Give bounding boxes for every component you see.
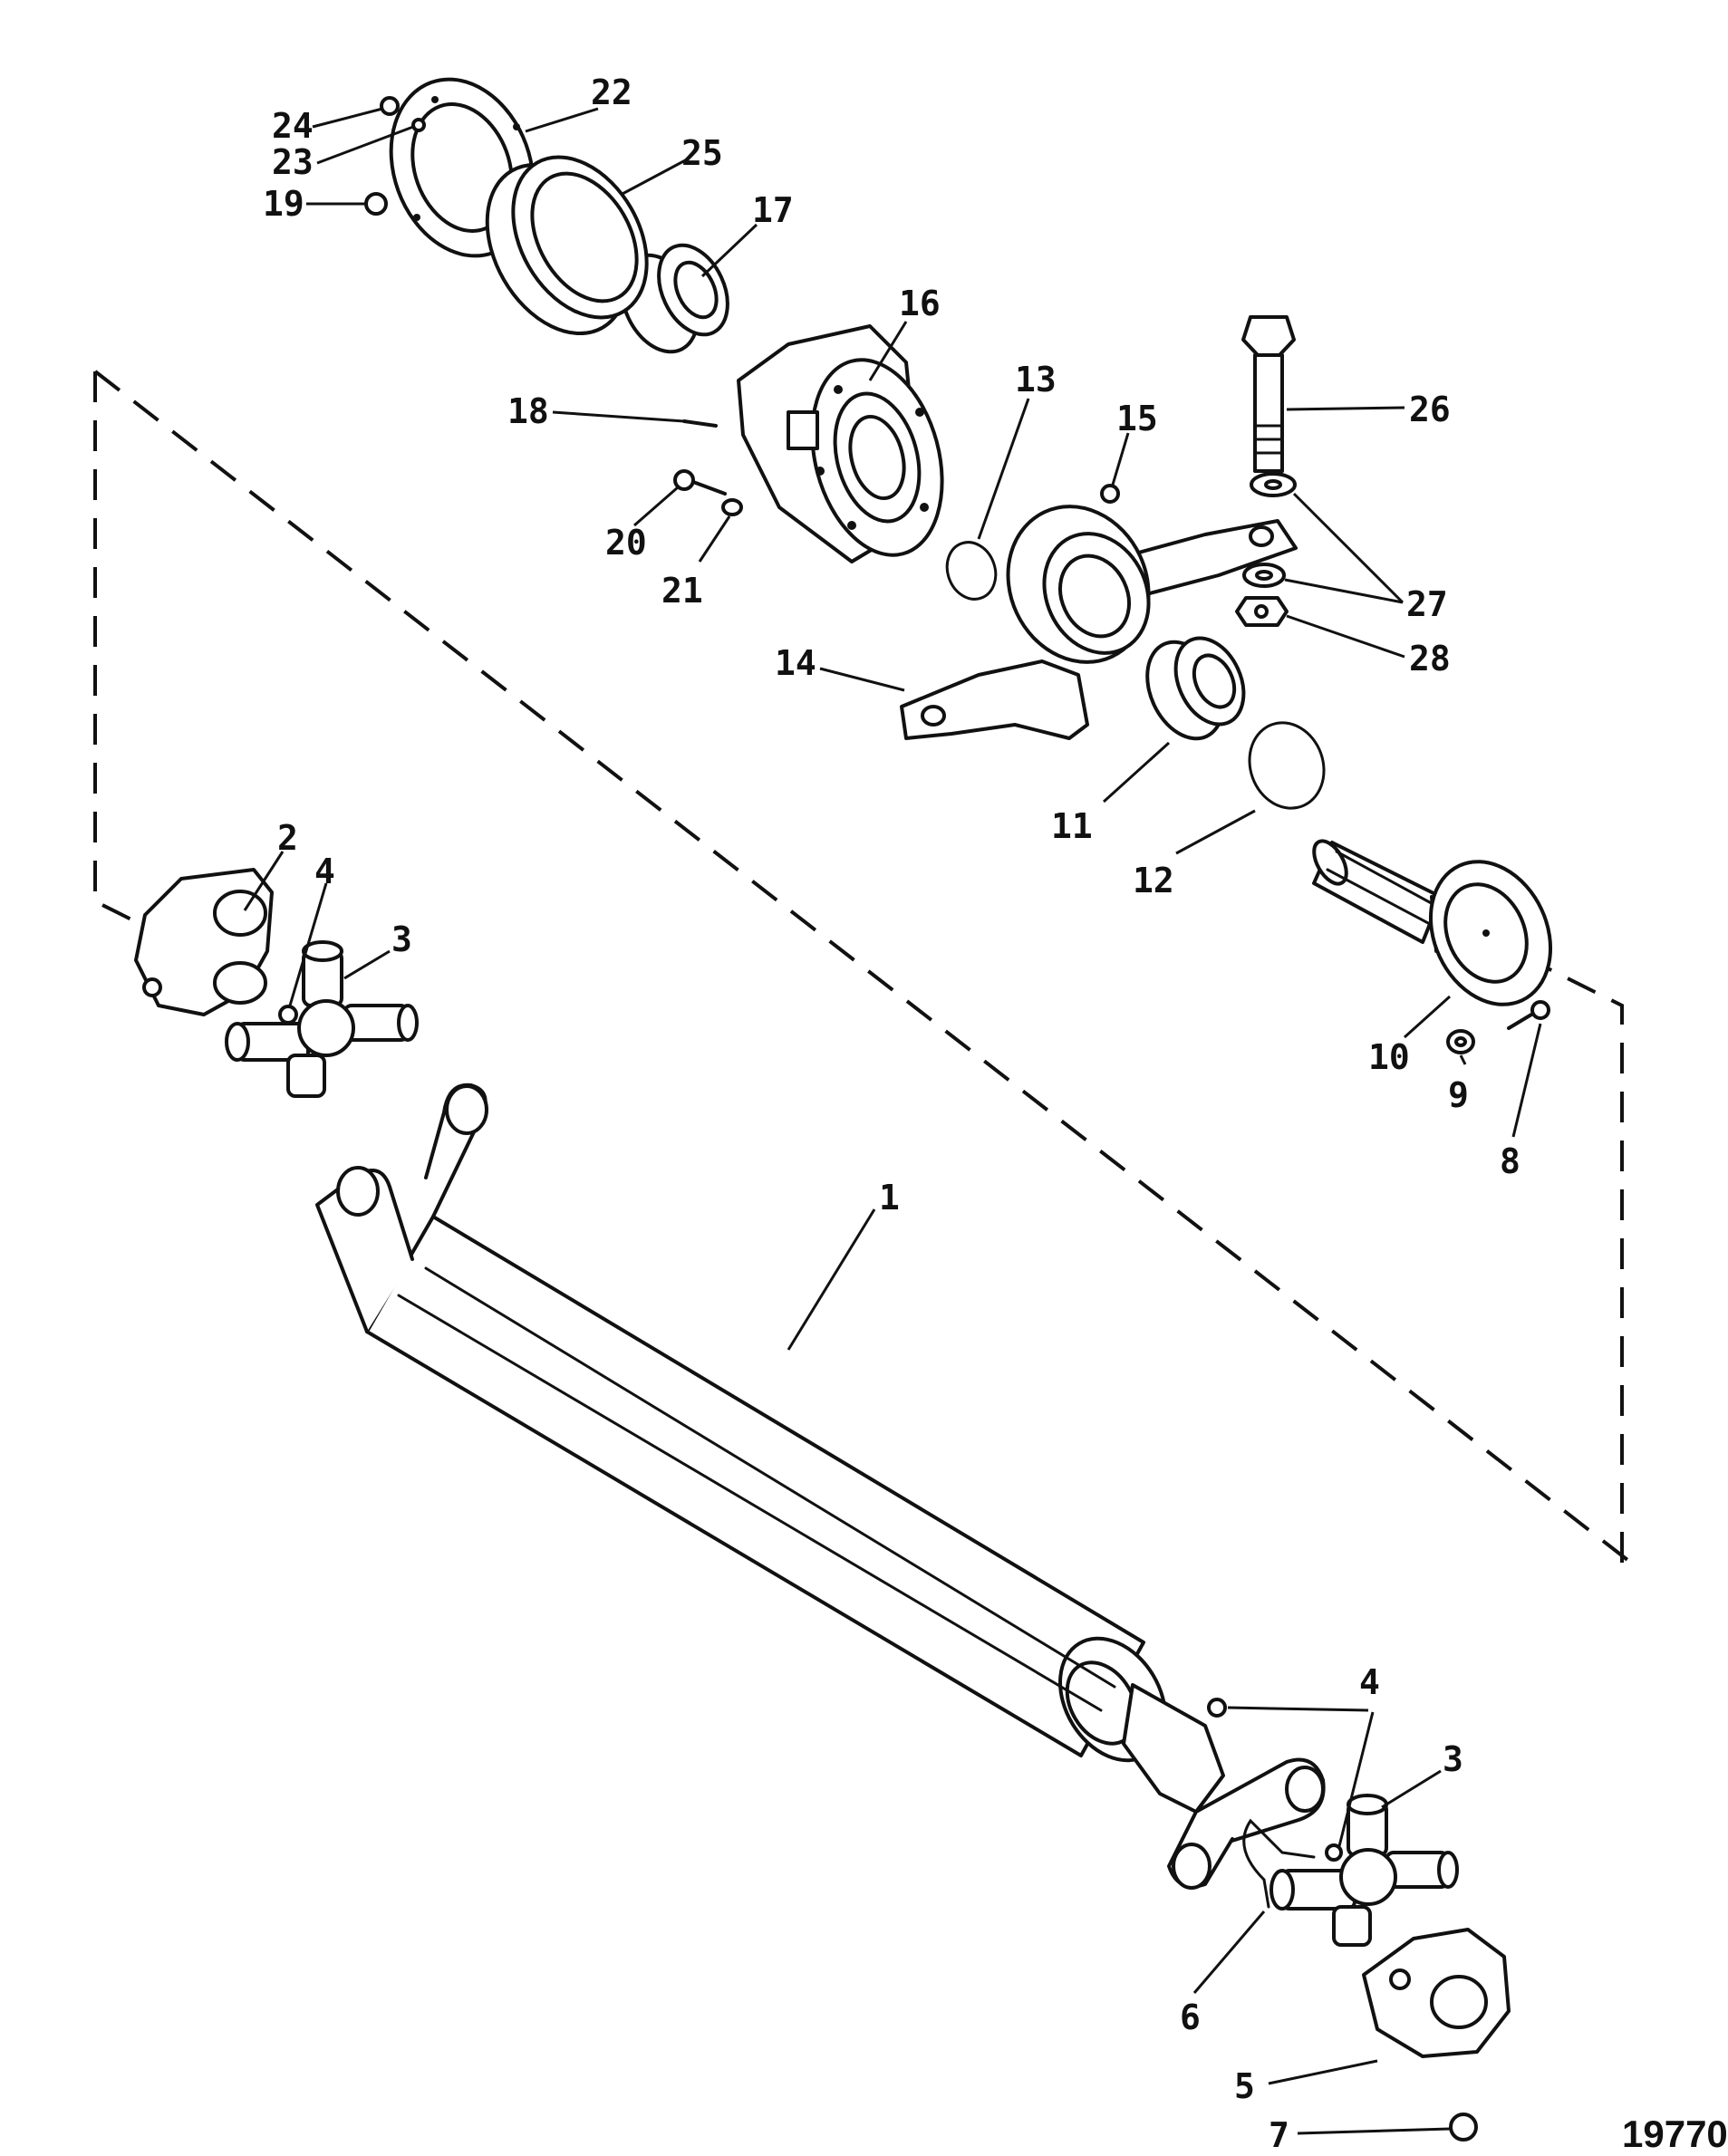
leader-15 [1111,432,1130,486]
leader-20 [633,486,679,527]
callout-10: 10 [1368,1037,1410,1077]
leader-1 [787,1208,876,1351]
leader-5 [1268,2059,1378,2085]
callout-6: 6 [1180,1997,1201,2037]
callout-9: 9 [1448,1075,1469,1115]
flange-washer [1446,1029,1475,1054]
leader-13 [977,398,1030,540]
front-yoke [134,868,274,1016]
leader-25 [620,157,690,197]
u-bolt-strap [1242,1818,1316,1909]
leader-17 [700,223,758,278]
cover-lock-washer [411,118,426,132]
callout-23: 23 [272,142,314,182]
bearing-housing [737,324,944,563]
lock-nut [1449,2113,1478,2142]
callout-17: 17 [752,190,794,230]
retaining-ring-small [945,541,998,601]
seal-ring [485,155,649,336]
leader-21 [698,515,731,563]
callout-21: 21 [661,571,703,611]
callout-3a: 3 [391,919,412,959]
callout-7: 7 [1269,2115,1289,2155]
cover-nut [364,192,388,216]
splined-flange-shaft [1312,839,1553,1006]
callout-3b: 3 [1443,1739,1463,1779]
cover-screw [380,96,400,116]
support-bearing [1145,636,1246,741]
leader-23 [316,125,414,165]
callout-15: 15 [1116,399,1158,438]
universal-joint-lower [1269,1794,1459,1947]
callout-18: 18 [507,391,549,431]
leader-7 [1297,2127,1451,2135]
leader-12 [1175,809,1256,855]
callout-14: 14 [775,643,816,683]
callout-12: 12 [1133,861,1174,900]
leader-16 [868,321,908,381]
callout-5: 5 [1234,2066,1255,2106]
leader-6 [1192,1911,1266,1994]
flange-bolt [1507,1000,1550,1030]
callout-25: 25 [681,133,723,173]
grease-fitting-lower [1207,1698,1343,1862]
callout-4a: 4 [314,852,335,891]
leader-27a [1292,492,1405,604]
leader-18 [552,410,685,423]
leader-9 [1459,1054,1467,1065]
mounting-nut [1235,596,1289,627]
callout-8: 8 [1500,1141,1520,1181]
callout-26: 26 [1409,390,1451,429]
leader-4b2 [1337,1711,1375,1847]
callout-16: 16 [899,284,941,323]
leader-27b [1284,578,1404,604]
callout-4b: 4 [1359,1662,1380,1702]
callout-13: 13 [1015,360,1057,399]
leader-11 [1102,741,1171,804]
figure-number: 19770 [1622,2113,1728,2155]
callout-24: 24 [272,106,314,146]
housing-screw [673,469,727,496]
drive-shaft-tube [315,1083,1326,1890]
callout-27: 27 [1406,584,1448,624]
callout-2: 2 [277,818,298,858]
callout-leader-lines [243,107,1542,2135]
callout-22: 22 [591,72,632,112]
rear-yoke [1362,1928,1511,2058]
callout-20: 20 [605,523,647,563]
mounting-bolt [1241,315,1296,473]
bracket-grease-fitting [1100,484,1120,504]
callout-19: 19 [263,184,304,224]
leader-4b1 [1227,1706,1369,1712]
retaining-ring-large [1248,721,1326,810]
leader-24 [312,107,383,129]
housing-washer [721,498,743,516]
callout-1: 1 [879,1178,900,1218]
leader-3a [343,949,391,980]
leader-3b [1381,1769,1442,1809]
universal-joint-upper [225,940,419,1098]
assembly-reference-lines [93,370,1633,1567]
leader-10 [1403,995,1452,1039]
bearing-support-bracket [900,505,1298,740]
callout-11: 11 [1051,806,1093,846]
leader-22 [525,107,599,133]
grease-fitting-upper [278,1005,298,1025]
callout-labels: 1 2 3 3 4 4 5 6 7 8 9 10 11 12 13 14 15 … [263,72,1520,2155]
leader-26 [1286,406,1405,411]
leader-8 [1511,1023,1542,1138]
leader-28 [1286,614,1405,659]
housing-stud [682,419,718,428]
leader-4a [288,882,328,1006]
leader-14 [819,667,905,692]
leader-2 [243,851,285,911]
callout-28: 28 [1409,639,1451,679]
mounting-washers [1242,472,1297,588]
